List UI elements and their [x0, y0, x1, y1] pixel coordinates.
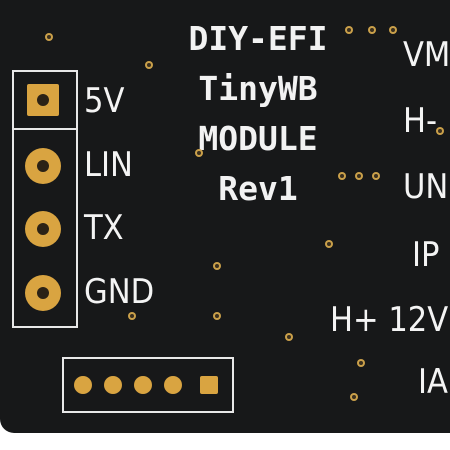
via: [345, 26, 353, 34]
via: [436, 127, 444, 135]
via: [195, 149, 203, 157]
label-un: UN: [403, 167, 449, 207]
via: [285, 333, 293, 341]
label-ip: IP: [412, 235, 440, 275]
header-pad-4: [164, 376, 182, 394]
via: [128, 312, 136, 320]
pcb-board: DIY-EFI TinyWB MODULE Rev1 5V LIN TX GND…: [0, 0, 450, 433]
via: [372, 172, 380, 180]
via: [213, 262, 221, 270]
label-tx: TX: [84, 208, 124, 248]
label-h-plus-12v: H+ 12V: [330, 300, 449, 340]
header-pad-5: [200, 376, 218, 394]
header-pad-1: [74, 376, 92, 394]
via: [357, 359, 365, 367]
label-5v: 5V: [84, 81, 125, 121]
pad-lin-hole: [37, 160, 49, 172]
via: [145, 61, 153, 69]
via: [45, 33, 53, 41]
via: [355, 172, 363, 180]
label-gnd: GND: [84, 272, 155, 312]
via: [368, 26, 376, 34]
via: [213, 312, 221, 320]
connector-outline-inner: [12, 128, 78, 328]
label-ia: IA: [418, 362, 448, 402]
via: [350, 393, 358, 401]
label-lin: LIN: [84, 145, 133, 185]
header-pad-3: [134, 376, 152, 394]
pad-5v-hole: [37, 94, 49, 106]
label-vm: VM: [403, 35, 450, 75]
header-pad-2: [104, 376, 122, 394]
board-title-line-1: DIY-EFI: [188, 19, 328, 58]
pad-tx-hole: [37, 223, 49, 235]
header-outline: [62, 357, 234, 413]
via: [325, 240, 333, 248]
board-title-line-3: MODULE: [198, 119, 318, 158]
via: [338, 172, 346, 180]
label-h-minus: H-: [403, 101, 438, 141]
pad-gnd-hole: [37, 287, 49, 299]
via: [389, 26, 397, 34]
board-title-line-2: TinyWB: [198, 69, 318, 108]
board-title-line-4: Rev1: [218, 169, 298, 208]
